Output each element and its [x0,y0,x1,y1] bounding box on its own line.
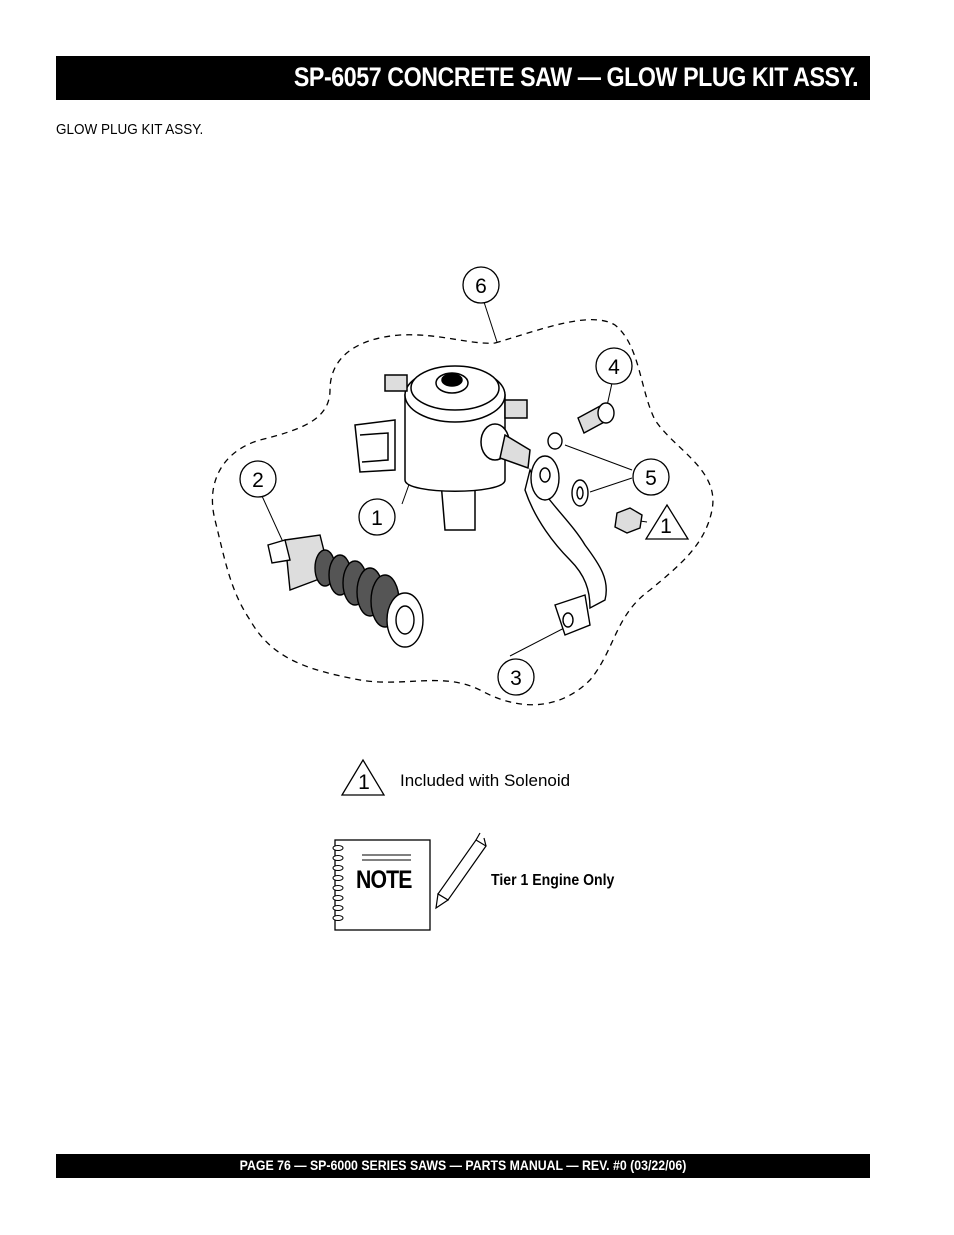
section-subtitle: GLOW PLUG KIT ASSY. [56,121,204,138]
note-text: Tier 1 Engine Only [491,872,615,889]
note-label: NOTE [356,866,412,894]
callout-6-circle [462,266,500,304]
footer-bar: PAGE 76 — SP-6000 SERIES SAWS — PARTS MA… [56,1154,870,1178]
callout-5-circle [632,458,670,496]
notebook-icon [332,839,431,931]
legend-text: Included with Solenoid [400,771,571,790]
title-bar: SP-6057 CONCRETE SAW — GLOW PLUG KIT ASS… [56,56,870,100]
callout-1-triangle-label: 1 [660,515,672,538]
callout-3-label: 3 [510,667,522,690]
footer-text: PAGE 76 — SP-6000 SERIES SAWS — PARTS MA… [239,1157,687,1173]
solenoid-part [354,365,531,531]
screw-washer-nut-parts [547,402,643,534]
callout-5-label: 5 [645,467,657,490]
callout-2-label: 2 [252,469,264,492]
callout-1-triangle [644,503,690,540]
cable-part [524,455,607,636]
legend-triangle-label: 1 [358,771,370,794]
kit-boundary-outline [211,319,714,706]
callout-4-label: 4 [608,356,620,379]
legend-triangle [340,758,386,796]
glow-plug-part [267,534,424,648]
callout-6-label: 6 [475,275,487,298]
callout-4-circle [595,347,633,385]
callout-1-label: 1 [371,507,383,530]
callout-1-circle [358,498,396,536]
page-title: SP-6057 CONCRETE SAW — GLOW PLUG KIT ASS… [293,62,859,92]
callout-2-circle [239,460,277,498]
callout-3-circle [497,658,535,696]
pencil-icon [435,832,487,910]
